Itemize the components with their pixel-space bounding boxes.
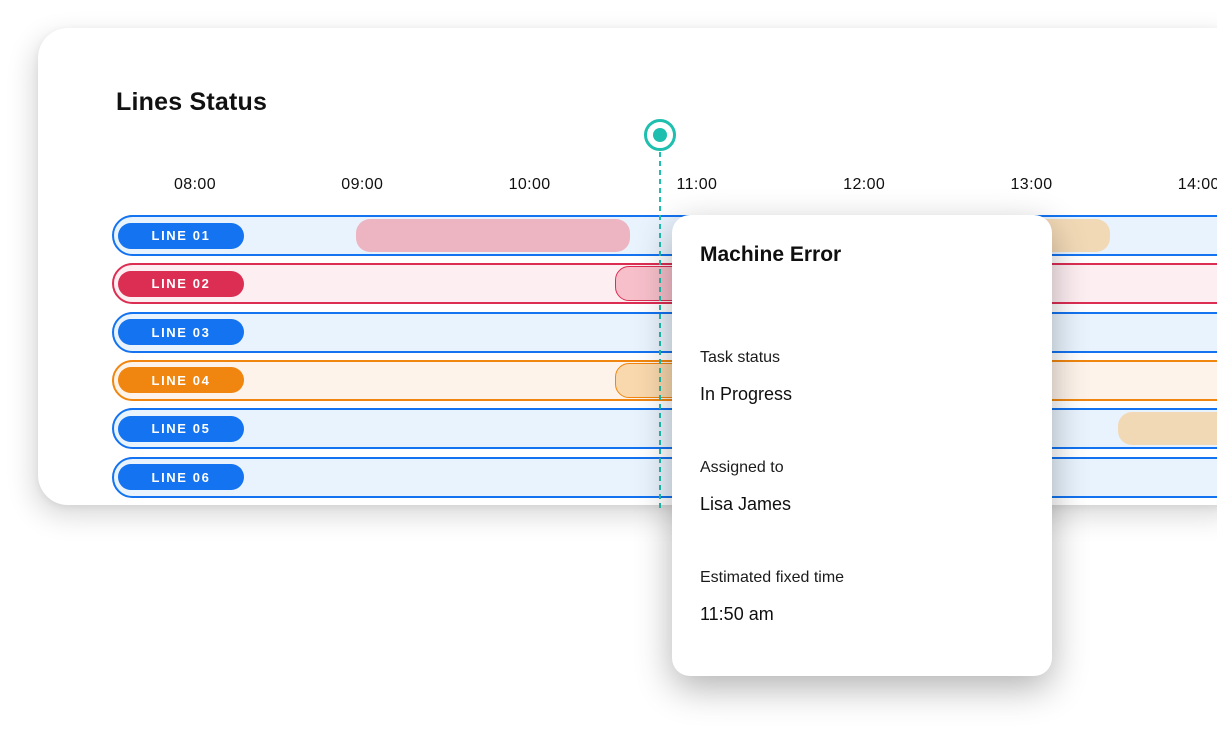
page-title: Lines Status [116,88,268,116]
time-tick: 14:00 [1177,176,1217,193]
time-tick: 13:00 [1010,176,1053,193]
line-pill: LINE 06 [118,464,244,490]
current-time-marker[interactable] [644,119,677,151]
line-pill: LINE 04 [118,367,244,394]
field-value: Lisa James [700,494,792,514]
time-tick: 08:00 [173,176,217,193]
task-segment[interactable] [355,219,630,252]
line-pill-label: LINE 06 [151,469,211,485]
popup-field-task-status: Task status In Progress [700,348,1024,406]
machine-error-popup: Machine Error Task status In Progress As… [672,215,1052,676]
popup-title: Machine Error [700,243,842,266]
line-pill-label: LINE 01 [151,228,211,243]
line-pill: LINE 02 [118,270,244,297]
line-pill-label: LINE 03 [151,324,211,340]
field-label: Estimated fixed time [700,569,845,586]
popup-field-estimated-fixed-time: Estimated fixed time 11:50 am [700,568,1024,626]
field-value: In Progress [700,384,793,404]
time-tick: 10:00 [508,176,551,193]
time-tick: 09:00 [341,176,384,193]
field-value: 11:50 am [700,604,774,624]
current-time-line [659,152,662,509]
line-pill: LINE 01 [118,222,244,249]
line-pill: LINE 03 [118,319,244,346]
time-tick: 11:00 [676,176,718,193]
time-tick: 12:00 [843,176,886,193]
line-pill-label: LINE 04 [151,372,211,388]
field-label: Task status [700,349,781,366]
line-pill-label: LINE 02 [151,276,211,292]
line-pill-label: LINE 05 [151,421,211,437]
popup-field-assigned-to: Assigned to Lisa James [700,458,1024,516]
field-label: Assigned to [700,459,784,476]
task-segment[interactable] [1118,412,1217,446]
line-pill: LINE 05 [118,415,244,442]
